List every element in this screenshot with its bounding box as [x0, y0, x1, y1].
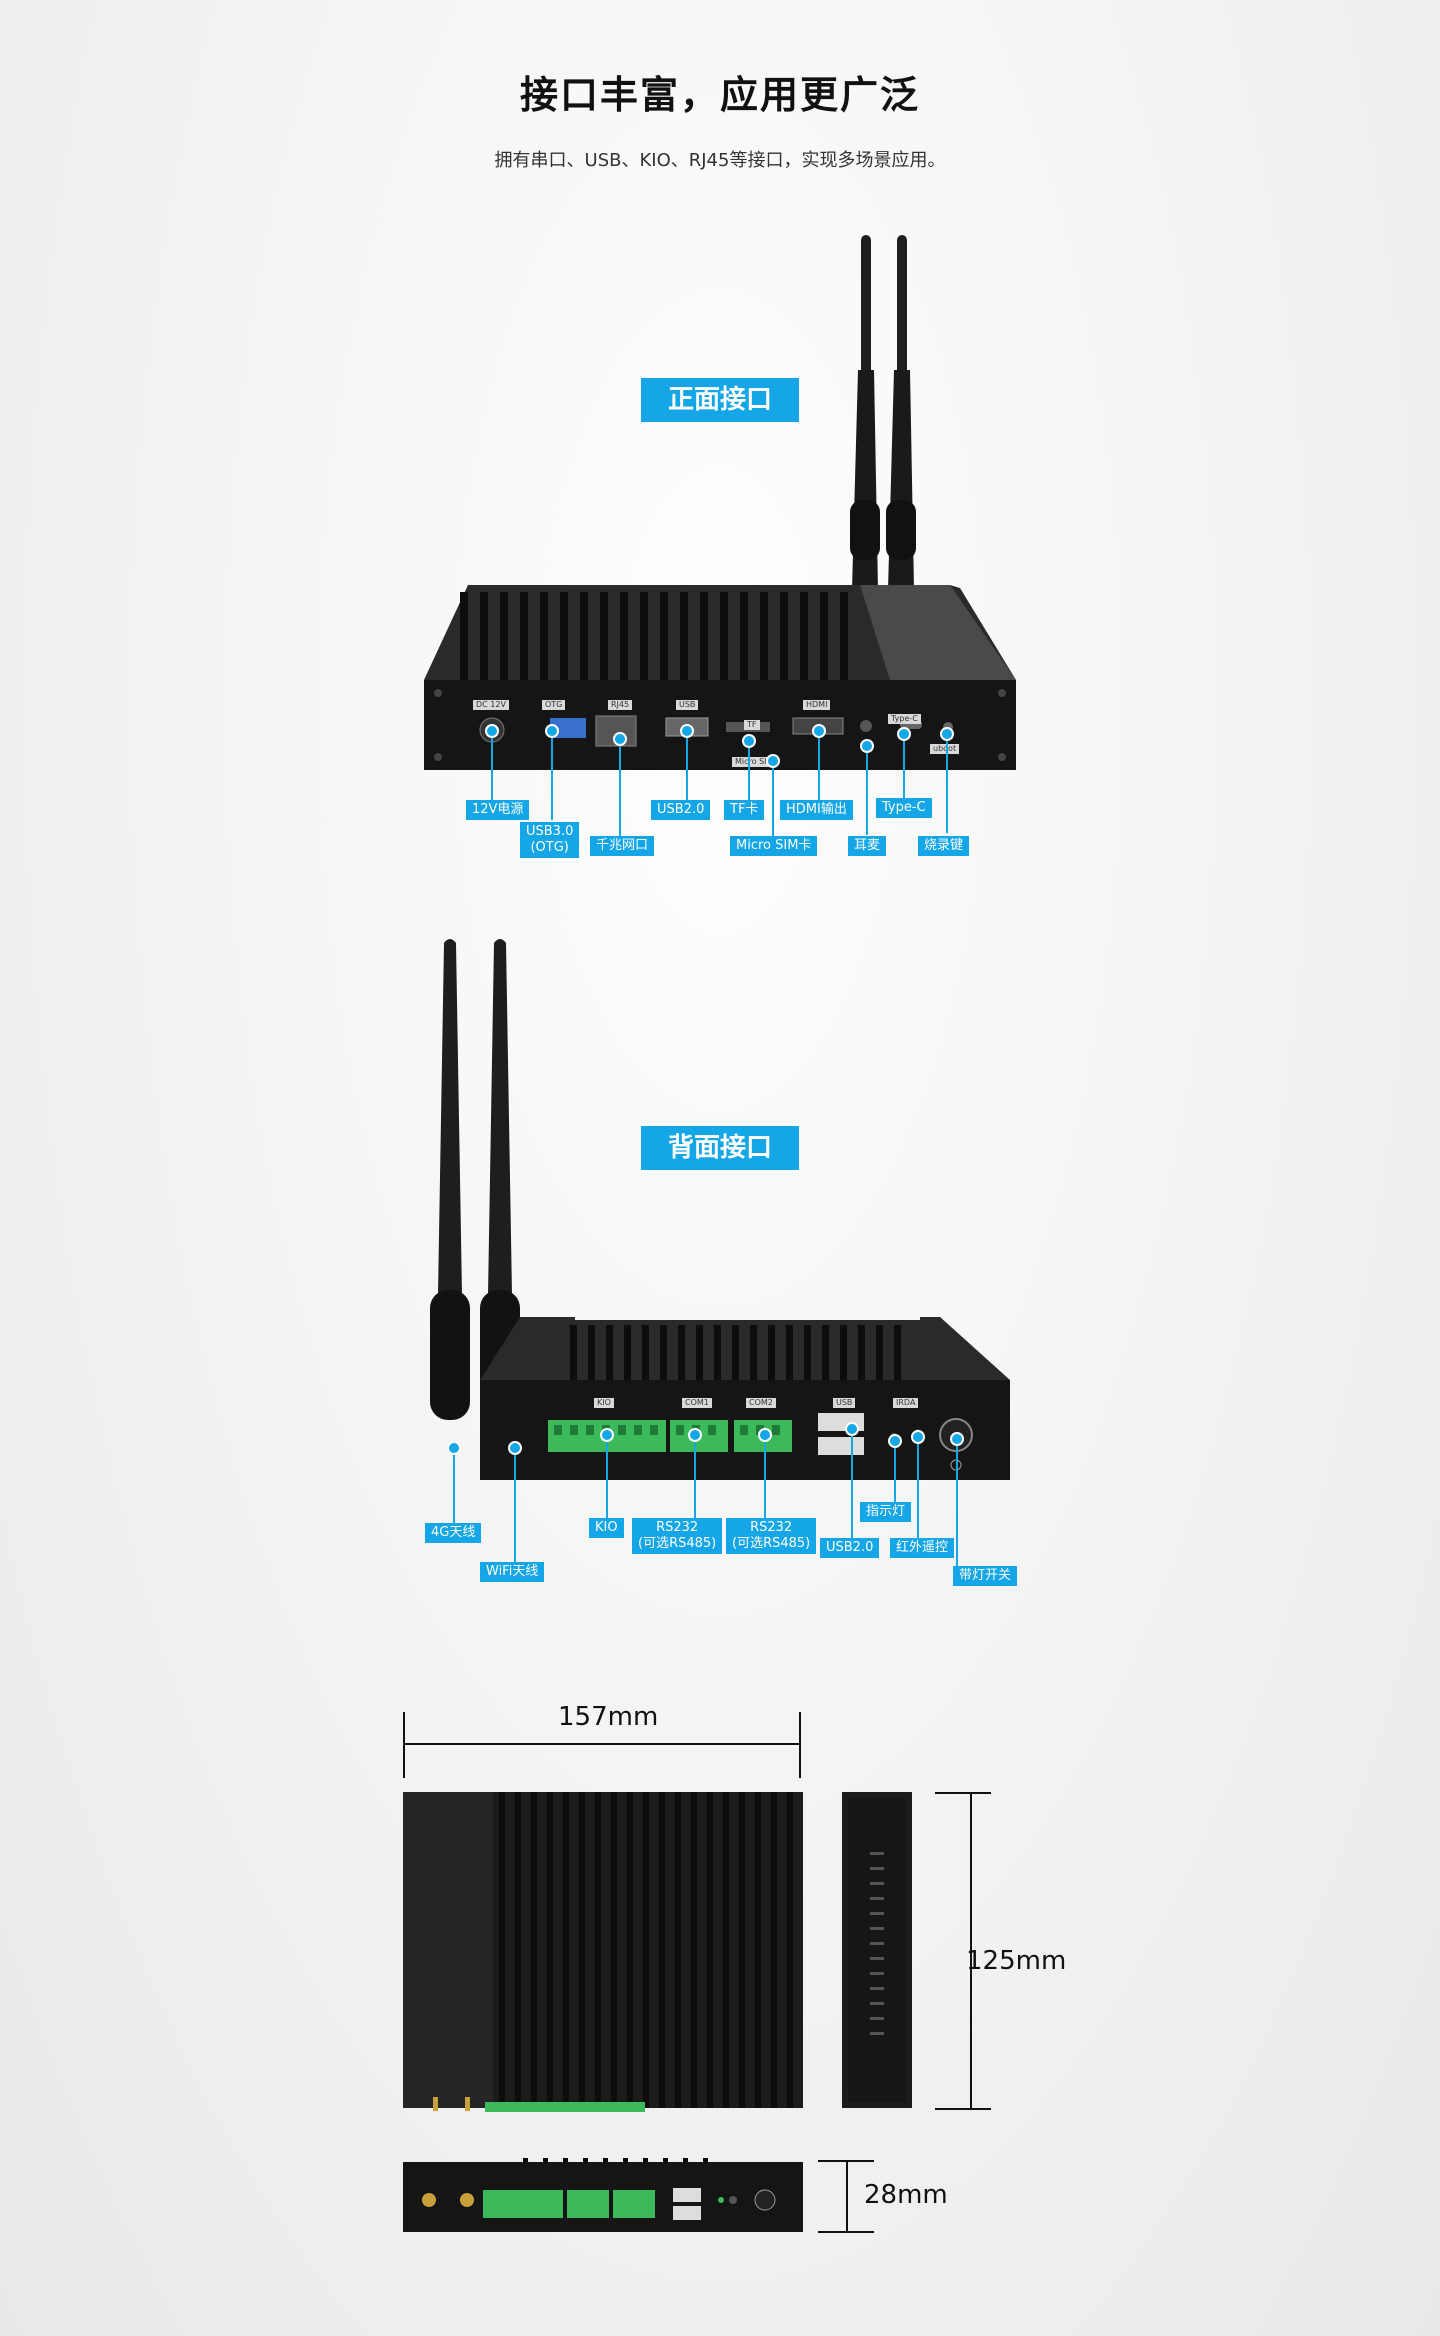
back-tag-com2: COM2 [746, 1398, 776, 1408]
front-tag-usb: USB [676, 700, 699, 710]
back-device-image [430, 939, 1010, 1480]
dot-indicator [890, 1436, 900, 1446]
leader-sim [772, 760, 774, 836]
page-title: 接口丰富，应用更广泛 [519, 73, 920, 117]
label-kio: KIO [589, 1518, 624, 1538]
front-tag-microsim: Micro SIM [732, 757, 777, 767]
dot-kio [602, 1430, 612, 1440]
dot-typec [899, 729, 909, 739]
dot-usb2 [682, 726, 692, 736]
front-tag-typec: Type-C [888, 714, 921, 724]
label-ir-remote: 红外遥控 [890, 1538, 955, 1558]
dim-depth-tick-bottom [935, 2108, 991, 2110]
label-rs232-com1: RS232 (可选RS485) [632, 1518, 723, 1554]
label-wifi-antenna: WiFi天线 [480, 1562, 545, 1582]
label-micro-sim: Micro SIM卡 [730, 836, 818, 856]
dot-usb2-back [847, 1424, 857, 1434]
dot-power [487, 726, 497, 736]
leader-wifi [514, 1447, 516, 1573]
dimension-depth: 125mm [966, 1946, 1067, 1976]
back-tag-kio: KIO [594, 1398, 614, 1408]
dimension-height: 28mm [864, 2180, 948, 2210]
dim-depth-line [970, 1792, 972, 2108]
leader-power [491, 730, 493, 800]
leader-switch [956, 1438, 958, 1566]
label-12v-power: 12V电源 [466, 800, 530, 820]
dot-rs232b [760, 1430, 770, 1440]
dim-height-line [846, 2160, 848, 2232]
front-tag-hdmi: HDMI [803, 700, 831, 710]
dim-depth-tick-top [935, 1792, 991, 1794]
leader-earphone [866, 745, 868, 835]
label-gigabit-ethernet: 千兆网口 [590, 836, 655, 856]
leader-indicator [894, 1440, 896, 1504]
front-tag-tf: TF [744, 720, 760, 730]
leader-usb2-back [851, 1428, 853, 1538]
leader-ethernet [619, 738, 621, 838]
leader-tf [748, 740, 750, 800]
leader-kio [606, 1434, 608, 1522]
dot-tf [744, 736, 754, 746]
page-subtitle: 拥有串口、USB、KIO、RJ45等接口，实现多场景应用。 [494, 150, 946, 171]
label-usb2-back: USB2.0 [820, 1538, 880, 1558]
dot-rs232a [690, 1430, 700, 1440]
label-earphone: 耳麦 [848, 836, 887, 856]
dim-width-line [404, 1743, 800, 1745]
front-tag-otg: OTG [542, 700, 566, 710]
dot-sim [768, 756, 778, 766]
dot-wifi [510, 1443, 520, 1453]
label-usb3-otg: USB3.0 (OTG) [520, 822, 580, 858]
label-rs232-com2: RS232 (可选RS485) [726, 1518, 817, 1554]
dot-ir [913, 1432, 923, 1442]
side-view-image [842, 1792, 912, 2108]
label-indicator-light: 指示灯 [860, 1502, 912, 1522]
front-tag-rj45: RJ45 [608, 700, 633, 710]
leader-hdmi [818, 730, 820, 800]
dot-hdmi [814, 726, 824, 736]
leader-burn [946, 733, 948, 833]
leader-ir [917, 1436, 919, 1538]
label-tf-card: TF卡 [724, 800, 765, 820]
leader-4g [453, 1447, 455, 1533]
dot-burn [942, 729, 952, 739]
dim-height-tick-bottom [818, 2231, 874, 2233]
dim-width-tick-right [799, 1712, 801, 1778]
leader-typec [903, 733, 905, 798]
label-hdmi-out: HDMI输出 [780, 800, 853, 820]
label-burn-key: 烧录键 [918, 836, 970, 856]
label-power-switch: 带灯开关 [953, 1566, 1018, 1586]
leader-rs232b [764, 1434, 766, 1522]
front-tag-uboot: uboot [930, 744, 960, 754]
dot-usb3 [547, 726, 557, 736]
leader-usb2 [686, 730, 688, 800]
leader-rs232a [694, 1434, 696, 1522]
dot-4g [449, 1443, 459, 1453]
front-tag-dc12v: DC 12V [473, 700, 509, 710]
back-tag-usb: USB [833, 1398, 856, 1408]
dimension-width: 157mm [558, 1702, 659, 1732]
label-usb2-front: USB2.0 [651, 800, 711, 820]
dim-width-tick-left [403, 1712, 405, 1778]
back-section-label: 背面接口 [641, 1126, 799, 1170]
dot-earphone [862, 741, 872, 751]
leader-usb3 [551, 730, 553, 820]
back-tag-com1: COM1 [682, 1398, 712, 1408]
label-type-c: Type-C [876, 798, 932, 818]
label-4g-antenna: 4G天线 [425, 1523, 482, 1543]
top-view-image [403, 1792, 803, 2112]
dot-switch [952, 1434, 962, 1444]
front-view-small-image [403, 2158, 803, 2232]
front-section-label: 正面接口 [641, 378, 799, 422]
dim-height-tick-top [818, 2160, 874, 2162]
back-tag-irda: IRDA [893, 1398, 919, 1408]
front-device-image [424, 235, 1016, 770]
dot-ethernet [615, 734, 625, 744]
